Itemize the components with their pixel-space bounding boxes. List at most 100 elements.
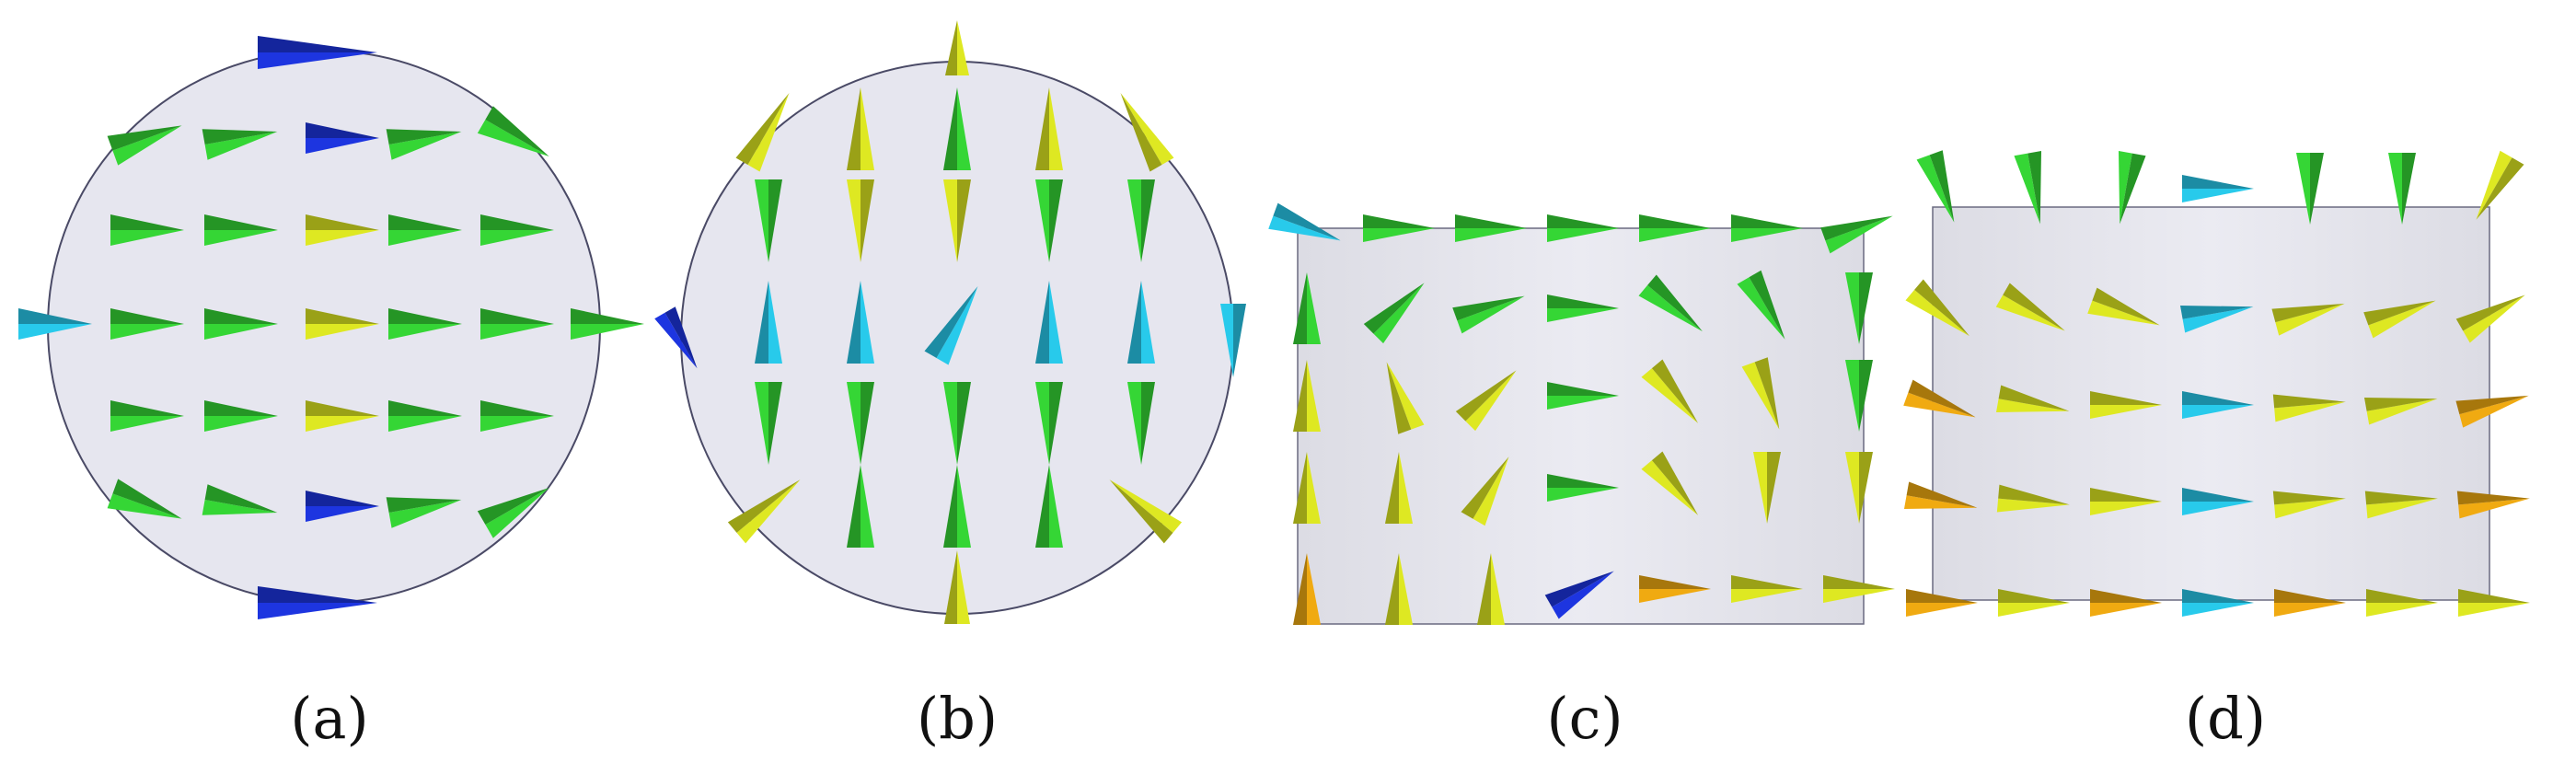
cone-glyph: [1268, 202, 1341, 241]
cone-glyph: [2363, 300, 2436, 339]
cone-glyph: [1737, 270, 1785, 340]
cone-glyph: [1998, 589, 2070, 617]
cone-glyph: [1035, 465, 1063, 548]
cone-glyph: [306, 491, 379, 522]
cone-glyph: [204, 400, 278, 432]
cone-glyph: [2458, 589, 2530, 617]
panel-a: (a): [18, 36, 644, 752]
cone-glyph: [202, 129, 278, 160]
cone-glyph: [386, 497, 462, 528]
cone-glyph: [1127, 382, 1155, 465]
cone-glyph: [1455, 370, 1517, 432]
cone-glyph: [2014, 150, 2041, 225]
cone-glyph: [386, 129, 462, 160]
cone-glyph: [847, 281, 874, 364]
cone-glyph: [2366, 589, 2438, 617]
cone-glyph: [1363, 214, 1435, 242]
cone-glyph: [1452, 295, 1525, 334]
cone-glyph: [18, 308, 92, 340]
cone-glyph: [944, 550, 970, 624]
cone-glyph: [1293, 553, 1321, 625]
panel-a-cones: [18, 36, 644, 619]
cone-glyph: [2455, 395, 2529, 428]
cone-glyph: [107, 479, 182, 519]
cone-glyph: [1641, 451, 1699, 515]
cone-glyph: [1035, 281, 1063, 364]
cone-glyph: [924, 286, 978, 365]
cone-glyph: [1386, 362, 1425, 434]
cone-glyph: [2272, 491, 2346, 519]
cone-glyph: [1731, 575, 1803, 603]
cone-glyph: [107, 125, 182, 166]
cone-glyph: [1127, 281, 1155, 364]
cone-glyph: [2182, 589, 2254, 617]
cone-glyph: [1455, 214, 1527, 242]
cone-glyph: [571, 308, 644, 340]
cone-glyph: [2456, 491, 2530, 519]
cone-glyph: [943, 382, 971, 465]
panel-c-cones: [1268, 202, 1895, 625]
cone-glyph: [1820, 215, 1893, 254]
cone-glyph: [2090, 589, 2162, 617]
cone-glyph: [1220, 304, 1246, 377]
cone-glyph: [2182, 391, 2254, 419]
cone-glyph: [1385, 452, 1413, 524]
cone-glyph: [1547, 295, 1619, 322]
cone-glyph: [755, 382, 782, 465]
cone-glyph: [477, 106, 549, 156]
cone-glyph: [477, 488, 549, 538]
cone-glyph: [847, 382, 874, 465]
cone-glyph: [847, 465, 874, 548]
cone-glyph: [755, 179, 782, 262]
cone-glyph: [1547, 382, 1619, 410]
cone-glyph: [110, 214, 184, 246]
cone-glyph: [306, 308, 379, 340]
panel-d: (d): [1903, 150, 2530, 752]
cone-glyph: [1363, 283, 1425, 344]
cone-glyph: [388, 308, 462, 340]
cone-glyph: [1477, 553, 1505, 625]
cone-glyph: [847, 87, 874, 170]
cone-glyph: [1293, 272, 1321, 344]
cone-glyph: [2296, 153, 2324, 225]
cone-glyph: [2363, 398, 2438, 425]
cone-glyph: [1293, 452, 1321, 524]
cone-glyph: [1731, 214, 1803, 242]
panel-b-cones: [654, 20, 1246, 624]
cone-glyph: [945, 20, 969, 75]
cone-glyph: [1845, 360, 1873, 432]
cone-glyph: [258, 36, 377, 69]
cone-glyph: [1639, 575, 1711, 603]
cone-glyph: [943, 87, 971, 170]
cone-glyph: [110, 400, 184, 432]
cone-glyph: [1109, 479, 1183, 544]
cone-glyph: [1641, 359, 1699, 423]
cone-glyph: [727, 479, 801, 544]
cone-glyph: [388, 214, 462, 246]
cone-glyph: [1638, 274, 1703, 332]
cone-glyph: [1916, 150, 1955, 223]
cone-glyph: [1995, 283, 2065, 331]
cone-glyph: [306, 122, 379, 154]
cone-glyph: [654, 306, 698, 369]
cone-glyph: [258, 586, 377, 619]
panel-c-label: (c): [1546, 685, 1623, 752]
cone-glyph: [1823, 575, 1895, 603]
cone-glyph: [1127, 179, 1155, 262]
cone-glyph: [1547, 474, 1619, 502]
cone-glyph: [480, 308, 554, 340]
cone-glyph: [2119, 150, 2146, 225]
cone-glyph: [1903, 379, 1976, 418]
cone-glyph: [480, 214, 554, 246]
cone-glyph: [110, 308, 184, 340]
cone-glyph: [2087, 287, 2160, 326]
cone-glyph: [735, 93, 790, 172]
panel-d-label: (d): [2185, 685, 2266, 752]
cone-glyph: [1753, 452, 1781, 524]
cone-glyph: [847, 179, 874, 262]
cone-glyph: [2272, 394, 2346, 422]
cone-glyph: [480, 400, 554, 432]
cone-glyph: [2182, 488, 2254, 515]
cone-glyph: [1547, 214, 1619, 242]
cone-glyph: [2455, 295, 2525, 343]
